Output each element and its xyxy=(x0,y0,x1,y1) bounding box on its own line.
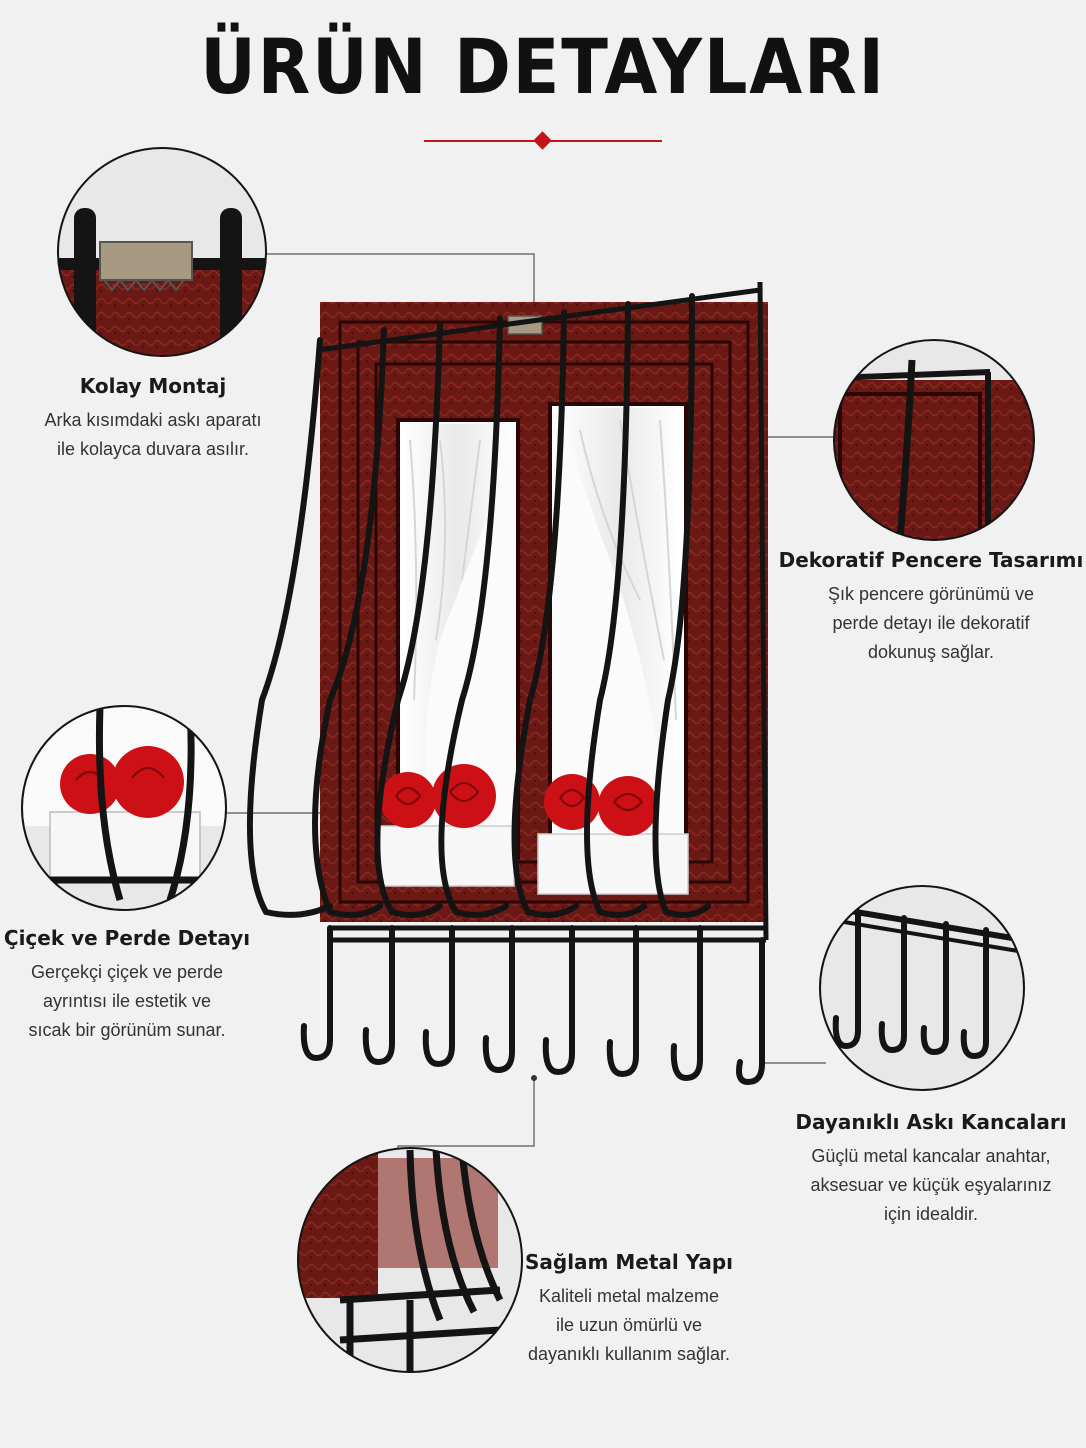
feature-text-line: ile uzun ömürlü ve xyxy=(555,1315,703,1335)
product-main xyxy=(246,281,769,1086)
feature-cicek-perde: Çiçek ve Perde Detayı Gerçekçi çiçek ve … xyxy=(0,926,254,1045)
feature-text-line: Gerçekçi çiçek ve perde xyxy=(30,962,224,982)
feature-text-line: perde detayı ile dekoratif xyxy=(832,613,1030,633)
feature-text-line: Güçlü metal kancalar anahtar, xyxy=(811,1146,1051,1166)
feature-text-line: sıcak bir görünüm sunar. xyxy=(28,1020,226,1040)
feature-text-line: Kaliteli metal malzeme xyxy=(538,1286,720,1306)
feature-heading: Kolay Montaj xyxy=(79,374,227,398)
title-rule xyxy=(424,131,662,150)
feature-text-line: ile kolayca duvara asılır. xyxy=(56,439,250,459)
feature-heading: Sağlam Metal Yapı xyxy=(524,1250,734,1274)
feature-text-line: Şık pencere görünümü ve xyxy=(827,584,1035,604)
feature-heading: Çiçek ve Perde Detayı xyxy=(3,926,251,950)
feature-text-line: dokunuş sağlar. xyxy=(867,642,995,662)
feature-text-line: dayanıklı kullanım sağlar. xyxy=(527,1344,731,1364)
detail-circle-kanca xyxy=(819,885,1025,1091)
page-title: ÜRÜN DETAYLARI xyxy=(200,22,886,111)
feature-heading: Dekoratif Pencere Tasarımı xyxy=(778,548,1084,572)
feature-text-line: aksesuar ve küçük eşyalarınız xyxy=(810,1175,1052,1195)
feature-text-line: ayrıntısı ile estetik ve xyxy=(42,991,212,1011)
feature-dekoratif-pencere: Dekoratif Pencere Tasarımı Şık pencere g… xyxy=(776,548,1086,667)
detail-circle-montaj xyxy=(57,147,267,357)
feature-metal-yapi: Sağlam Metal Yapı Kaliteli metal malzeme… xyxy=(484,1250,774,1369)
detail-circle-metal xyxy=(297,1147,523,1373)
feature-text-line: Arka kısımdaki askı aparatı xyxy=(44,410,262,430)
detail-circle-pencere xyxy=(833,339,1035,541)
detail-circle-cicek xyxy=(21,705,227,911)
feature-aski-kancalari: Dayanıklı Askı Kancaları Güçlü metal kan… xyxy=(776,1110,1086,1229)
feature-kolay-montaj: Kolay Montaj Arka kısımdaki askı aparatı… xyxy=(0,374,306,464)
feature-heading: Dayanıklı Askı Kancaları xyxy=(795,1110,1067,1134)
feature-text-line: için idealdir. xyxy=(883,1204,979,1224)
